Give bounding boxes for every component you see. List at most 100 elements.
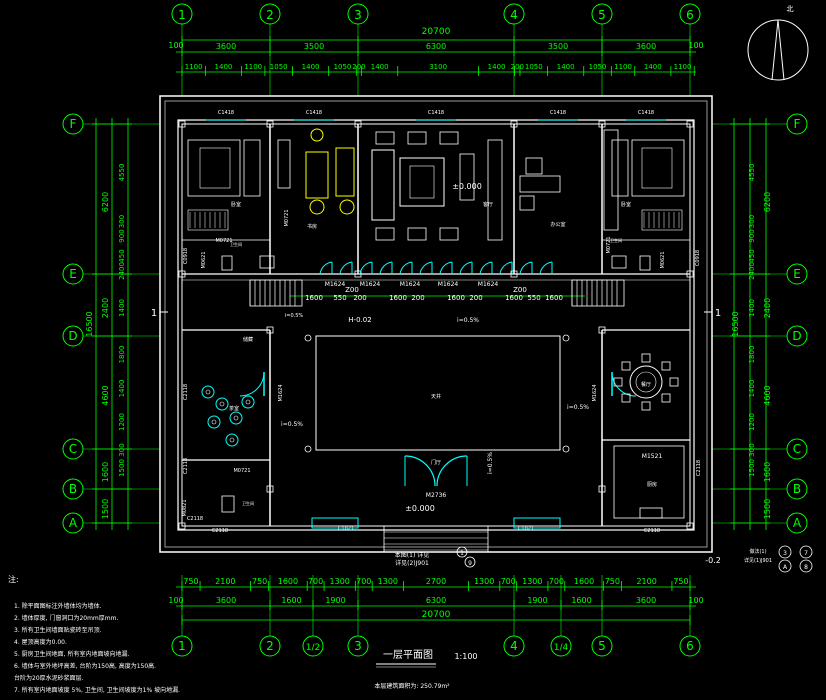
door-swing (611, 371, 637, 397)
dim-text: 450 (118, 249, 126, 262)
note-line: 台阶为20厚水泥砂浆面层. (14, 674, 84, 682)
bed (187, 139, 241, 197)
grid-label-right: F (794, 117, 801, 131)
plant-center (219, 401, 225, 407)
toilet (221, 255, 233, 271)
detail-ref: 详见(2)J901 (395, 559, 429, 567)
slope-label: i=0.5% (457, 317, 479, 324)
grid-label-right: A (793, 516, 802, 530)
dim-text: 1050 (589, 63, 607, 71)
room-label: 卧室 (621, 201, 631, 208)
door-swing (359, 261, 373, 275)
dining-chair (621, 361, 631, 371)
room-label: 门厅 (431, 459, 441, 466)
plant (241, 395, 255, 409)
dim-text: 200 (411, 294, 424, 302)
dining-chair (641, 401, 651, 411)
dim-text: 1300 (522, 577, 542, 586)
door-label: M2736 (426, 492, 447, 499)
slope-label: i=0.5% (285, 313, 304, 319)
drawing-scale: 1:100 (454, 652, 477, 661)
grid-label-bottom: 5 (598, 639, 606, 653)
column (598, 120, 606, 128)
window-label: C2118 (187, 516, 203, 522)
dining-chair (661, 393, 671, 403)
bed-cover (641, 147, 673, 189)
callout-bubble (778, 559, 792, 573)
dim-text: 1400 (644, 63, 662, 71)
door-label: M1521 (642, 453, 663, 460)
drawing-title: 一层平面图 (383, 649, 433, 661)
desk (187, 209, 229, 231)
grid-label-bottom: 3 (354, 639, 362, 653)
sink (611, 255, 627, 269)
door-label: M1624 (478, 281, 499, 288)
door-swing (239, 371, 265, 397)
dim-text: 450 (748, 249, 756, 262)
tv-cabinet (487, 139, 503, 241)
door-swing (404, 455, 436, 487)
dim-text: 750 (183, 577, 198, 586)
dim-text: 6300 (426, 42, 446, 51)
callout-bubble (464, 556, 476, 568)
dim-text: 1050 (270, 63, 288, 71)
dim-text: 4550 (118, 164, 126, 182)
dim-text: 300 (748, 215, 756, 228)
column (598, 326, 606, 334)
dim-text: 20700 (422, 27, 451, 37)
dim-text: 1900 (527, 596, 547, 605)
cabinet (277, 139, 291, 189)
outer-boundary-inner (164, 100, 708, 548)
bed-cover (199, 147, 231, 189)
callout-label: 8 (804, 564, 808, 571)
dim-text: 3600 (216, 596, 236, 605)
dim-text: 550 (333, 294, 346, 302)
door-swing (479, 261, 493, 275)
column (686, 120, 694, 128)
column (178, 522, 186, 530)
grid-label-bottom: 6 (686, 639, 694, 653)
dim-text: 1500 (118, 459, 126, 477)
grid-label-right: B (793, 482, 801, 496)
dim-text: 3100 (429, 63, 447, 71)
stove (639, 507, 663, 519)
callout-bubble (456, 546, 468, 558)
window-label: C1418 (218, 110, 234, 116)
plant-center (233, 415, 239, 421)
dim-text: 2100 (636, 577, 656, 586)
dim-text: 1100 (614, 63, 632, 71)
dim-text: 2400 (748, 262, 756, 280)
door-swing (379, 261, 393, 275)
grid-label-left: B (69, 482, 77, 496)
dim-text: 1600 (574, 577, 594, 586)
chair (525, 157, 543, 175)
room-label: 卫生间 (230, 241, 242, 247)
grid-label-left: D (68, 329, 77, 343)
dim-text: 1400 (118, 380, 126, 398)
north-arrow-circle (747, 19, 809, 81)
plant (215, 397, 229, 411)
column-round (304, 445, 312, 453)
section-label: 1 (151, 308, 157, 319)
dim-text: 750 (605, 577, 620, 586)
chair (309, 199, 325, 215)
note-line: 6. 墙体与室外地坪高差, 台阶为150高, 高度为150高. (14, 662, 156, 670)
column (510, 270, 518, 278)
dim-text: 1100 (244, 63, 262, 71)
callout-label: 7 (804, 550, 808, 557)
dim-text: 1600 (101, 462, 110, 482)
grid-label-bottom: 1/4 (554, 643, 569, 653)
armchair (407, 131, 427, 145)
dim-text: 1500 (748, 459, 756, 477)
note-line: 5. 厨房卫生间地面, 所有室内地面坡向地漏. (14, 650, 129, 658)
callout-label: A (783, 564, 788, 571)
grid-label-left: F (70, 117, 77, 131)
dim-text: 4600 (101, 385, 110, 405)
wardrobe (243, 139, 261, 197)
window-label: C2118 (644, 528, 660, 534)
grid-label-right: D (792, 329, 801, 343)
desk (641, 209, 683, 231)
dim-text: 3600 (636, 42, 656, 51)
toilet (639, 255, 651, 271)
door-label: M0821 (182, 499, 188, 516)
